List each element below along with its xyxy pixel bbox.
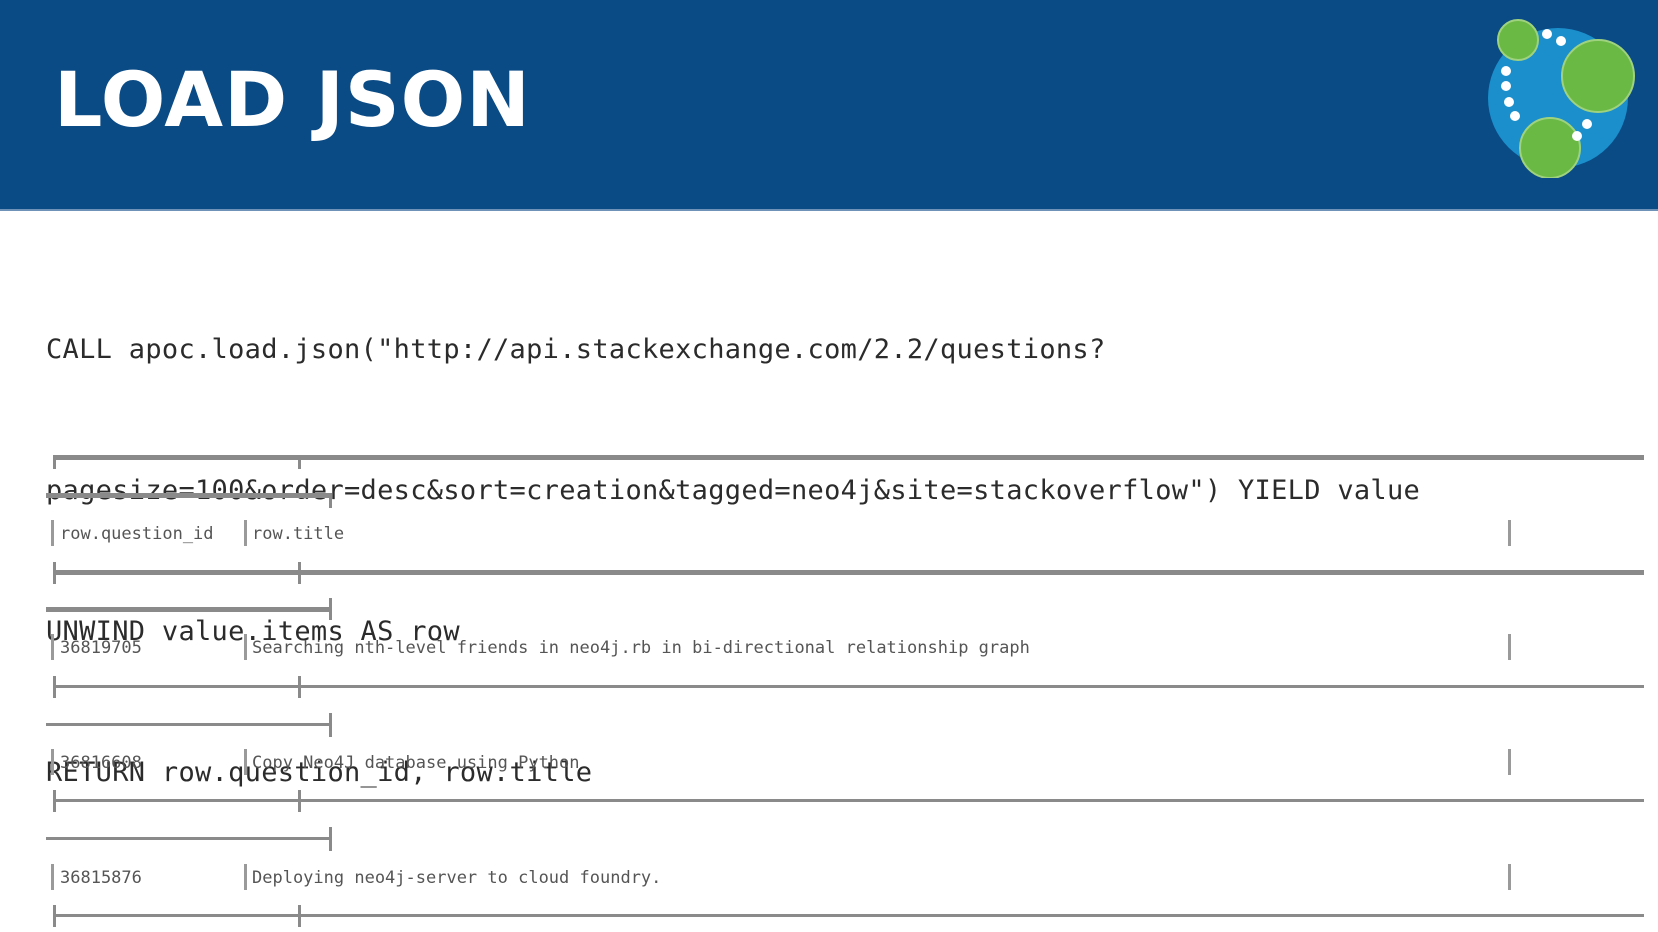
table-border [51, 520, 54, 546]
table-border [298, 455, 301, 469]
table-border [1508, 520, 1511, 546]
table-border [53, 562, 56, 584]
table-border [53, 914, 1644, 917]
column-header-title: row.title [252, 524, 345, 544]
table-border [244, 634, 247, 660]
code-line: RETURN row.question_id, row.title [46, 757, 593, 788]
table-border [53, 799, 1644, 802]
table-border [46, 837, 332, 840]
table-border [46, 607, 332, 612]
table-border [46, 493, 332, 498]
table-border [51, 634, 54, 660]
table-border [244, 749, 247, 775]
table-border [53, 685, 1644, 688]
question-id-cell: 36819705 [60, 638, 142, 658]
cypher-query: CALL apoc.load.json("http://api.stackexc… [46, 232, 1420, 843]
table-border [329, 827, 332, 851]
table-border [53, 790, 56, 812]
table-border [53, 905, 56, 927]
title-cell: Deploying neo4j-server to cloud foundry. [252, 868, 662, 888]
table-border [46, 723, 332, 726]
table-border [329, 493, 332, 508]
table-border [53, 676, 56, 698]
question-id-cell: 36816608 [60, 753, 142, 773]
table-border [51, 749, 54, 775]
slide-title: LOAD JSON [54, 55, 531, 144]
table-border [1508, 749, 1511, 775]
code-line: UNWIND value.items AS row [46, 616, 460, 647]
neo4j-logo-icon [1488, 19, 1635, 178]
table-border [1508, 634, 1511, 660]
table-border [51, 864, 54, 890]
table-border [329, 713, 332, 737]
table-border [298, 905, 301, 927]
table-border [329, 598, 332, 620]
slide-header: LOAD JSON [0, 0, 1658, 211]
code-line: CALL apoc.load.json("http://api.stackexc… [46, 334, 1106, 365]
question-id-cell: 36815876 [60, 868, 142, 888]
table-border [244, 864, 247, 890]
title-cell: Searching nth-level friends in neo4j.rb … [252, 638, 1030, 658]
code-line: pagesize=100&order=desc&sort=creation&ta… [46, 475, 1421, 506]
table-border [298, 676, 301, 698]
table-border [53, 455, 1644, 460]
table-border [298, 562, 301, 584]
column-header-question-id: row.question_id [60, 524, 214, 544]
table-border [53, 570, 1644, 575]
table-border [244, 520, 247, 546]
table-border [1508, 864, 1511, 890]
title-cell: Copy Neo4J database using Python [252, 753, 580, 773]
table-border [298, 790, 301, 812]
table-border [53, 455, 56, 469]
